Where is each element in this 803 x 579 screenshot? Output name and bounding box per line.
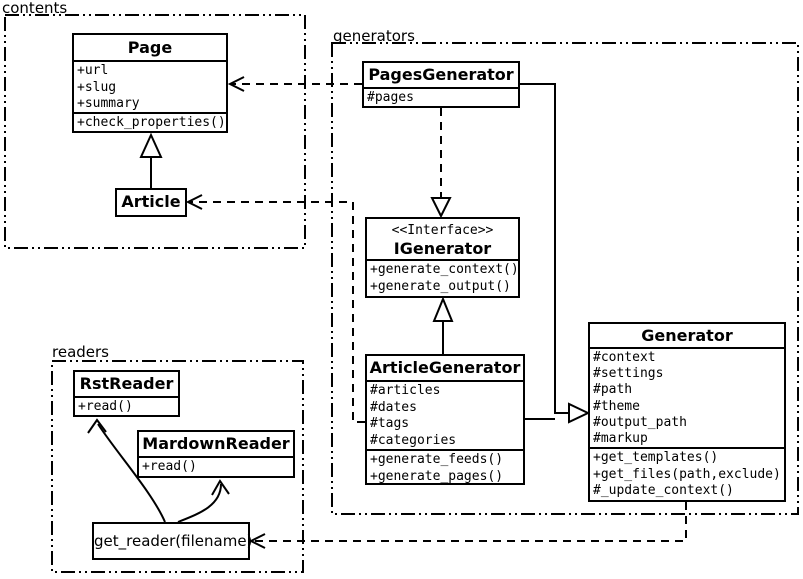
arrow-getreader-to-rstreader — [87, 418, 166, 523]
function-box-get-reader: get_reader(filename) — [92, 522, 252, 560]
attributes-section: #context #settings #path #theme #output_… — [590, 347, 784, 447]
package-generators-border — [331, 42, 799, 515]
attribute-row: +url — [77, 63, 109, 78]
methods-section: +read() — [139, 456, 293, 477]
arrow-generator-to-getreader-dependency — [248, 502, 687, 549]
class-title: Article — [121, 192, 181, 211]
method-row: +read() — [142, 459, 197, 474]
arrow-articlegenerator-to-article-dependency — [185, 194, 365, 423]
attribute-row: #dates — [370, 399, 417, 415]
arrow-articlegenerator-to-igenerator-generalization — [432, 296, 454, 354]
attribute-row: #output_path — [593, 414, 687, 430]
class-pagesgenerator: PagesGenerator #pages — [362, 61, 520, 108]
attributes-section: +url +slug +summary — [74, 60, 226, 112]
arrow-getreader-to-mardownreader — [177, 479, 230, 523]
method-row: +generate_output() — [370, 278, 511, 294]
attributes-section: #pages — [364, 87, 518, 107]
attribute-row: #tags — [370, 416, 410, 431]
methods-section: +generate_feeds() +generate_pages() — [367, 449, 523, 487]
method-row: +generate_context() — [370, 262, 518, 277]
method-row: +get_templates() — [593, 450, 719, 465]
attribute-row: #markup — [593, 431, 648, 447]
class-title: Page — [127, 38, 173, 57]
class-title: ArticleGenerator — [369, 358, 521, 377]
method-row: +generate_pages() — [370, 468, 504, 484]
class-generator: Generator #context #settings #path #them… — [588, 322, 786, 502]
methods-section: +generate_context() +generate_output() — [367, 259, 518, 297]
package-label-readers: readers — [52, 343, 109, 361]
attribute-row: #context — [593, 350, 656, 365]
class-title: RstReader — [79, 374, 174, 393]
class-article: Article — [115, 188, 187, 217]
arrow-generators-to-generator-generalization — [520, 83, 591, 424]
package-contents-border — [4, 14, 306, 249]
class-title: IGenerator — [393, 239, 492, 258]
attribute-row: +summary — [77, 96, 140, 111]
package-label-contents: contents — [2, 0, 68, 17]
class-page: Page +url +slug +summary +check_properti… — [72, 33, 228, 133]
attribute-row: #categories — [370, 432, 457, 448]
attribute-row: +slug — [77, 79, 117, 95]
method-row: +get_files(path,exclude) — [593, 466, 781, 482]
arrow-pagesgenerator-to-page-dependency — [227, 76, 362, 92]
arrow-article-to-page-generalization — [139, 132, 163, 188]
arrow-pagesgenerator-to-igenerator-realization — [430, 108, 452, 219]
class-mardownreader: MardownReader +read() — [137, 430, 295, 478]
attribute-row: #path — [593, 382, 633, 398]
class-title: PagesGenerator — [368, 65, 514, 84]
method-row: +check_properties() — [77, 115, 226, 130]
class-title: MardownReader — [142, 434, 290, 453]
attribute-row: #articles — [370, 383, 441, 398]
class-stereotype: <<Interface>> — [391, 223, 494, 238]
method-row: +generate_feeds() — [370, 452, 504, 467]
method-row: +read() — [78, 399, 133, 414]
methods-section: +read() — [75, 396, 178, 416]
attributes-section: #articles #dates #tags #categories — [367, 380, 523, 449]
methods-section: +check_properties() — [74, 112, 226, 133]
attribute-row: #pages — [367, 90, 414, 105]
class-title: Generator — [641, 326, 733, 345]
package-label-generators: generators — [333, 27, 415, 45]
attribute-row: #theme — [593, 398, 640, 414]
methods-section: +get_templates() +get_files(path,exclude… — [590, 447, 784, 502]
class-igenerator: <<Interface>> IGenerator +generate_conte… — [365, 217, 520, 298]
package-readers-border — [51, 360, 304, 573]
class-articlegenerator: ArticleGenerator #articles #dates #tags … — [365, 354, 525, 485]
class-rstreader: RstReader +read() — [73, 370, 180, 417]
method-row: #_update_context() — [593, 483, 734, 498]
attribute-row: #settings — [593, 366, 664, 382]
